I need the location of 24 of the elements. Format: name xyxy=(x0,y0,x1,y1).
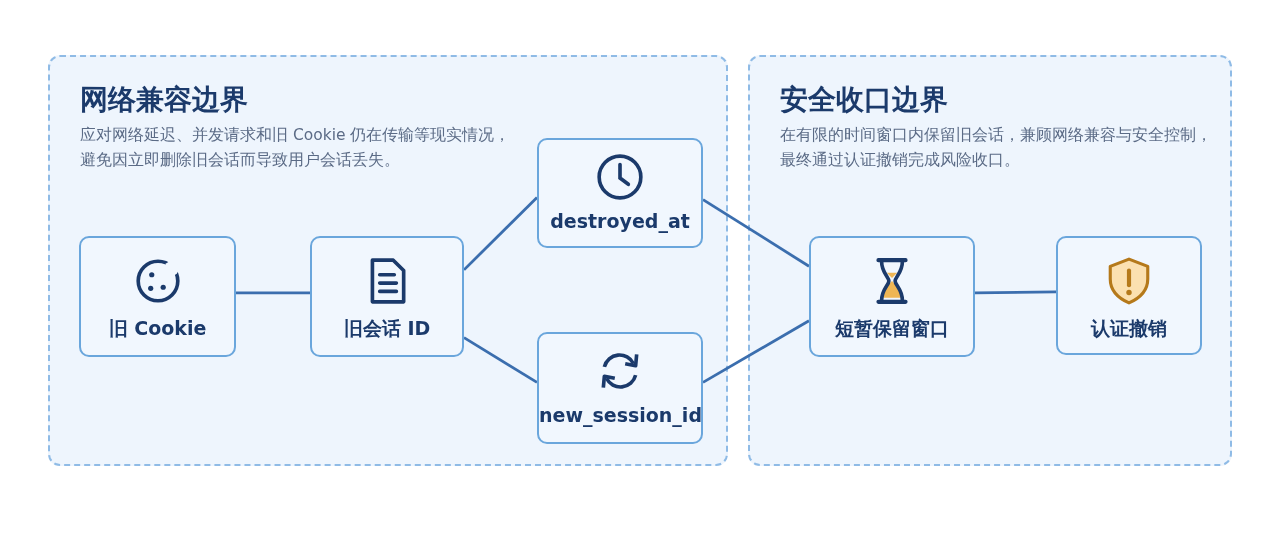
connector-line xyxy=(236,291,310,295)
connector-line xyxy=(702,198,810,268)
node-label: 旧会话 ID xyxy=(342,316,432,341)
region-description: 在有限的时间窗口内保留旧会话，兼顾网络兼容与安全控制，最终通过认证撤销完成风险收口。 xyxy=(780,125,1213,171)
process-box xyxy=(1056,236,1202,355)
connector-line xyxy=(463,196,538,271)
region-panel xyxy=(48,55,728,466)
node-label: 短暂保留窗口 xyxy=(834,316,950,341)
connector-line xyxy=(463,336,538,384)
region-title: 网络兼容边界 xyxy=(80,82,248,118)
process-box xyxy=(809,236,975,357)
connector-line xyxy=(702,319,810,384)
connector-line xyxy=(975,290,1056,295)
process-box xyxy=(79,236,236,357)
process-box xyxy=(537,332,703,444)
region-panel xyxy=(748,55,1232,466)
node-label: new_session_id xyxy=(539,404,701,426)
region-description: 应对网络延迟、并发请求和旧 Cookie 仍在传输等现实情况，避免因立即删除旧会话而导致用户会话丢失。 xyxy=(80,125,512,171)
node-label: 认证撤销 xyxy=(1089,316,1168,341)
process-box xyxy=(310,236,464,357)
node-label: 旧 Cookie xyxy=(107,316,208,341)
region-title: 安全收口边界 xyxy=(780,82,948,118)
process-box xyxy=(537,138,703,248)
node-label: destroyed_at xyxy=(549,210,691,232)
